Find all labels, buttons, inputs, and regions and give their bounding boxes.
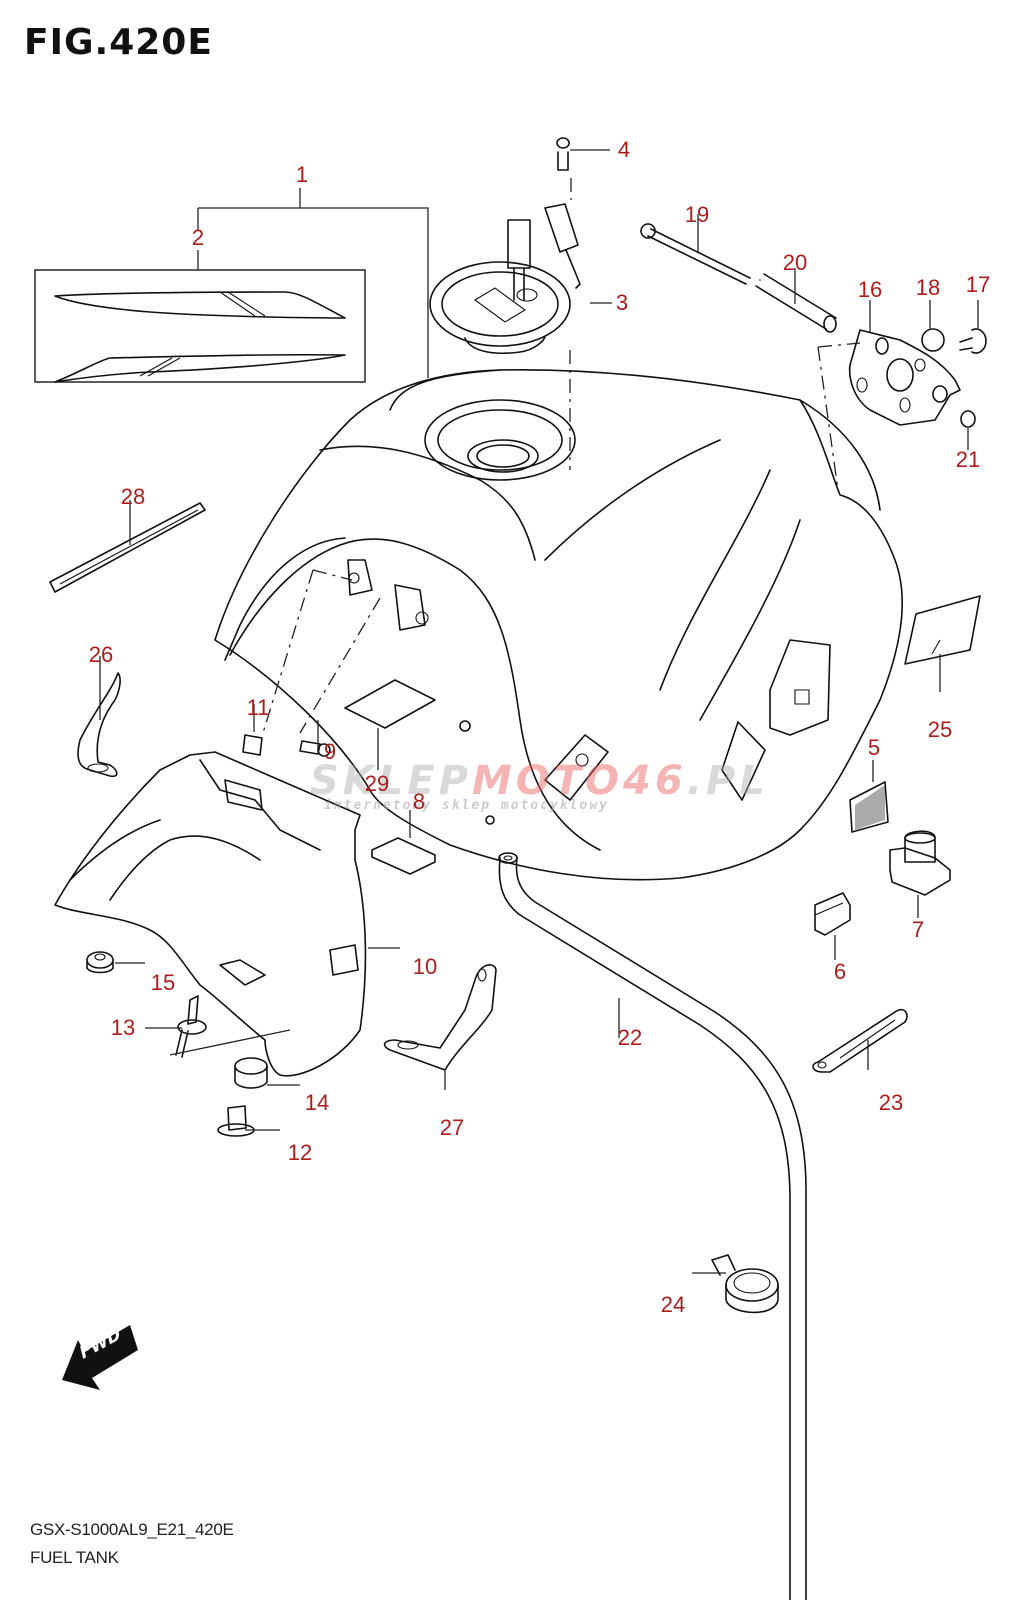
- callout-19[interactable]: 19: [684, 202, 710, 227]
- tank-leaders: [262, 569, 381, 734]
- callout-13[interactable]: 13: [110, 1015, 136, 1040]
- fwd-arrow: [62, 1325, 138, 1390]
- hose-clamp: [692, 1254, 779, 1314]
- bolt-and-spacer: [640, 214, 837, 333]
- reflector-pad: [849, 760, 889, 833]
- callout-5[interactable]: 5: [867, 735, 881, 760]
- callout-1[interactable]: 1: [295, 162, 309, 187]
- pad-label: [344, 679, 436, 770]
- cushion-cap: [889, 830, 951, 918]
- callout-25[interactable]: 25: [927, 717, 953, 742]
- callout-29[interactable]: 29: [364, 771, 390, 796]
- callout-2[interactable]: 2: [191, 225, 205, 250]
- callout-22[interactable]: 22: [617, 1025, 643, 1050]
- section-name: FUEL TANK: [30, 1548, 119, 1567]
- tank-lower-cover: [54, 751, 400, 1077]
- callout-7[interactable]: 7: [911, 917, 925, 942]
- screw: [299, 720, 331, 757]
- cushion-grommet: [234, 1057, 300, 1089]
- bolt-with-washer: [145, 995, 291, 1058]
- callout-28[interactable]: 28: [120, 484, 146, 509]
- callout-21[interactable]: 21: [955, 447, 981, 472]
- callout-20[interactable]: 20: [782, 250, 808, 275]
- breather-hose: [498, 852, 807, 1600]
- caution-label: [904, 595, 981, 692]
- callout-8[interactable]: 8: [412, 789, 426, 814]
- hose-clamp-strap: [812, 1008, 908, 1073]
- callout-9[interactable]: 9: [323, 739, 337, 764]
- group-bracket-1-2: [34, 188, 429, 383]
- fuel-tank-body: [214, 368, 903, 881]
- model-code: GSX-S1000AL9_E21_420E: [30, 1520, 234, 1539]
- callout-6[interactable]: 6: [833, 959, 847, 984]
- callout-18[interactable]: 18: [915, 275, 941, 300]
- figure-title: FIG.420E: [24, 22, 213, 63]
- bracket-hose: [383, 964, 497, 1090]
- callout-26[interactable]: 26: [88, 642, 114, 667]
- cushion-small: [814, 892, 851, 960]
- collar: [217, 1105, 280, 1137]
- callout-27[interactable]: 27: [439, 1115, 465, 1140]
- cushion-pad: [371, 810, 436, 875]
- callout-3[interactable]: 3: [615, 290, 629, 315]
- decal-set-box: [34, 269, 366, 383]
- callout-17[interactable]: 17: [965, 272, 991, 297]
- callout-10[interactable]: 10: [412, 954, 438, 979]
- callout-14[interactable]: 14: [304, 1090, 330, 1115]
- bracket-left: [77, 656, 121, 778]
- fuel-cap-assembly: [429, 137, 612, 470]
- callout-16[interactable]: 16: [857, 277, 883, 302]
- callout-12[interactable]: 12: [287, 1140, 313, 1165]
- callout-11[interactable]: 11: [246, 695, 270, 720]
- cushion-grommet-small: [86, 951, 145, 974]
- clip: [242, 704, 263, 756]
- callout-24[interactable]: 24: [660, 1292, 686, 1317]
- tank-bracket-plate: [817, 300, 987, 491]
- decal-emblems: [54, 291, 346, 383]
- callout-4[interactable]: 4: [617, 137, 631, 162]
- callout-15[interactable]: 15: [150, 970, 176, 995]
- callout-23[interactable]: 23: [878, 1090, 904, 1115]
- rubber-strip: [49, 500, 206, 593]
